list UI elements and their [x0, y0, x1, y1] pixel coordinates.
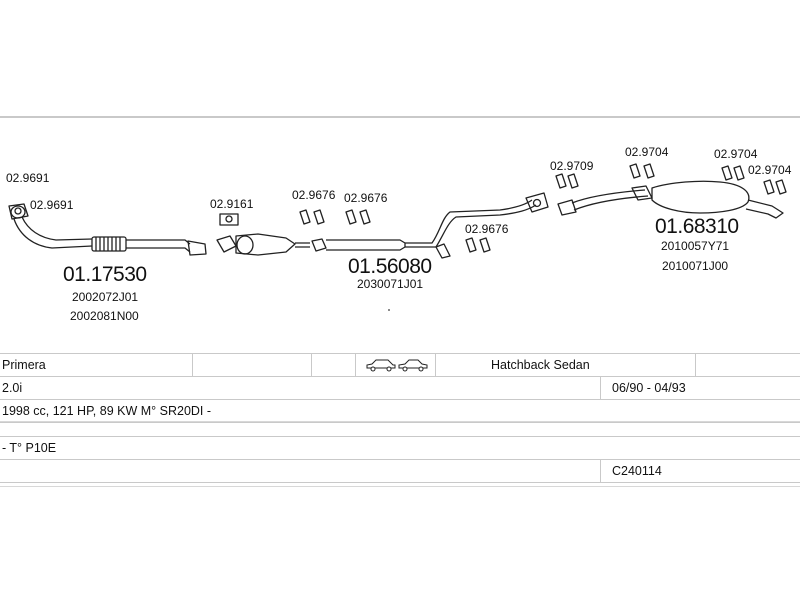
body-type-icons	[366, 354, 428, 376]
oem-number-rear-muffler-1: 2010057Y71	[661, 239, 730, 253]
part-number-rear-muffler: 01.68310	[655, 215, 739, 238]
part-number-center-pipe: 01.56080	[348, 255, 432, 278]
clamp-icon-c1	[10, 205, 26, 219]
vehicle-engine: 2.0i	[2, 380, 23, 395]
oem-number-front-pipe-2: 2002081N00	[70, 309, 139, 323]
clamp-icon-c4	[299, 209, 325, 225]
catalyst-icon	[216, 233, 310, 256]
car-sedan-icon	[398, 359, 428, 372]
clamp-label-c9: 02.9704	[714, 147, 758, 161]
clamp-label-c4: 02.9676	[292, 188, 336, 202]
clamp-icon-c9	[721, 165, 745, 181]
vehicle-code: C240114	[612, 463, 662, 478]
clamp-label-c1: 02.9691	[6, 171, 50, 185]
vehicle-body: Hatchback Sedan	[491, 358, 590, 372]
oem-number-front-pipe-1: 2002072J01	[72, 290, 139, 304]
vehicle-spec: 1998 cc, 121 HP, 89 KW M° SR20DI -	[2, 403, 212, 418]
vehicle-row-engine: 2.0i 06/90 - 04/93	[0, 376, 800, 400]
clamp-label-c8: 02.9704	[625, 145, 669, 159]
clamp-icon-c3	[219, 213, 239, 226]
vehicle-years: 06/90 - 04/93	[612, 380, 686, 395]
clamp-label-c5: 02.9676	[344, 191, 388, 205]
mid-flange-icon	[525, 192, 549, 213]
vehicle-row-model: Primera Hatchback Sedan	[0, 353, 800, 377]
vehicle-row-code: C240114	[0, 459, 800, 483]
oem-number-center-pipe: 2030071J01	[357, 277, 424, 291]
rear-muffler-icon	[557, 180, 784, 219]
clamp-label-c3: 02.9161	[210, 197, 254, 211]
front-pipe-icon	[13, 216, 207, 256]
clamp-icon-c7	[555, 173, 579, 189]
clamp-icon-c5	[345, 209, 371, 225]
vehicle-row-type: - T° P10E	[0, 436, 800, 460]
clamp-label-c10: 02.9704	[748, 163, 792, 177]
clamp-label-c2: 02.9691	[30, 198, 74, 212]
diagram-frame	[0, 116, 800, 356]
row-divider	[0, 421, 800, 422]
vehicle-row-spec: 1998 cc, 121 HP, 89 KW M° SR20DI -	[0, 399, 800, 423]
part-number-front-pipe: 01.17530	[63, 263, 147, 286]
clamp-icon-c8	[629, 163, 655, 179]
clamp-icon-c6	[465, 237, 491, 253]
center-pipe-icon	[311, 199, 537, 259]
clamp-icon-c10	[763, 179, 787, 195]
car-hatchback-icon	[366, 359, 396, 372]
table-bottom-line	[0, 486, 800, 487]
vehicle-model: Primera	[2, 358, 46, 372]
vehicle-type: - T° P10E	[2, 441, 57, 455]
oem-number-rear-muffler-2: 2010071J00	[662, 259, 729, 273]
clamp-label-c7: 02.9709	[550, 159, 594, 173]
clamp-label-c6: 02.9676	[465, 222, 509, 236]
